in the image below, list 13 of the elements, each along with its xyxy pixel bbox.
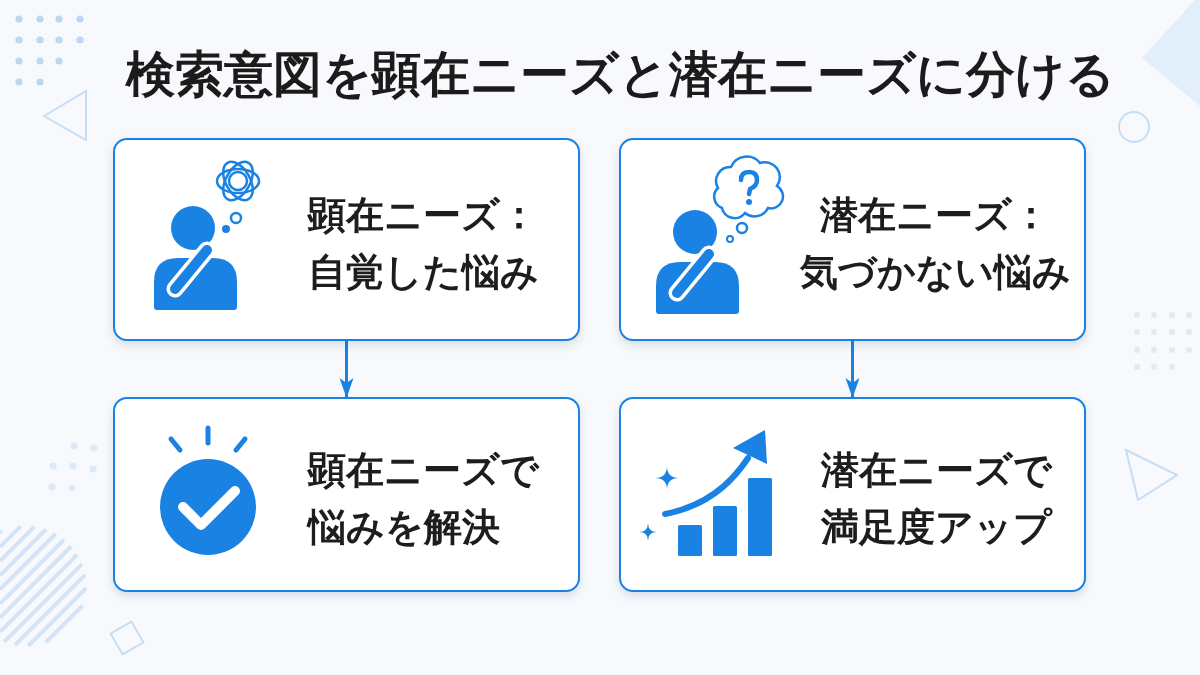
title: 検索意図を顕在ニーズと潜在ニーズに分ける [125,45,1115,105]
arrow [845,341,860,398]
process-box [619,397,1086,592]
process-box [113,397,580,592]
node-text: 気づかない悩み [799,248,1071,296]
process-box [113,138,580,341]
node-text: 自覚した悩み [308,248,539,296]
node-text: 顕在ニーズで悩みを解決 [308,447,541,551]
node-heading: 顕在ニーズ： [308,191,538,239]
arrow [339,341,354,398]
process-box [619,138,1086,341]
node-text: 潜在ニーズで満足度アップ [821,447,1054,551]
node-heading: 潜在ニーズ： [820,191,1050,239]
